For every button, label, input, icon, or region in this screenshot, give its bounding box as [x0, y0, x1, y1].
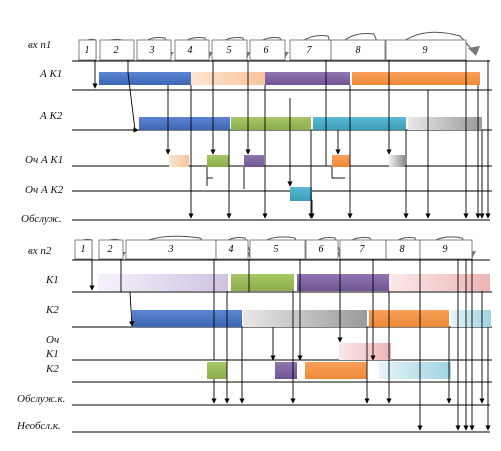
bottom-arrival-number-8: 8 — [400, 244, 405, 255]
row-label-top-input: вх п1 — [28, 39, 52, 51]
top-arrival-number-1: 1 — [85, 45, 90, 56]
bottom-arrival-number-6: 6 — [319, 244, 324, 255]
k2-queue-bars — [207, 362, 451, 379]
a-k1-bars — [99, 72, 480, 85]
row-label-queue-k2: Оч А К2 — [25, 184, 64, 196]
bottom-arrival-number-3: 3 — [168, 244, 174, 255]
top-arrival-number-4: 4 — [188, 45, 193, 56]
top-arrival-number-6: 6 — [264, 45, 269, 56]
top-arrival-number-9: 9 — [423, 45, 428, 56]
row-label-served-bottom: Обслуж.к. — [17, 393, 66, 405]
row-label-bottom-input: вх п2 — [28, 245, 52, 257]
row-label-k1: К1 — [46, 274, 59, 286]
row-label-a-k1: А К1 — [40, 68, 63, 80]
k1-bars — [98, 274, 490, 291]
top-arrival-number-8: 8 — [356, 45, 361, 56]
row-label-queue-2: К1 — [46, 348, 59, 360]
bottom-event-arrows — [89, 259, 491, 431]
top-arrival-boxes — [78, 39, 467, 61]
row-label-served-top: Обслуж. — [21, 213, 62, 225]
k2-bars — [132, 310, 491, 327]
bottom-arrival-numbers: 1 2 3 4 5 6 7 8 9 — [81, 244, 448, 255]
k1-queue-bars — [339, 343, 391, 360]
queue-a-k2-bars — [290, 187, 312, 201]
a-k2-bar-blue — [139, 117, 230, 130]
row-label-not-served: Необсл.к. — [17, 420, 61, 432]
a-k1-bar-peach — [191, 72, 265, 85]
a-k2-bar-teal — [313, 117, 406, 130]
bottom-arrival-number-9: 9 — [443, 244, 448, 255]
row-label-queue-1: Оч — [46, 334, 60, 346]
bottom-arrival-number-1: 1 — [81, 244, 86, 255]
bottom-arrival-number-7: 7 — [360, 244, 366, 255]
top-arrival-number-5: 5 — [227, 45, 232, 56]
a-k1-bar-orange — [352, 72, 480, 85]
a-k1-bar-purple — [265, 72, 350, 85]
bottom-arrival-boxes — [74, 239, 473, 260]
bottom-arrival-number-5: 5 — [274, 244, 279, 255]
top-event-arrows — [92, 60, 491, 219]
row-label-queue-k1: Оч А К1 — [25, 154, 64, 166]
a-k2-bars — [139, 117, 482, 130]
row-label-a-k2: А К2 — [40, 110, 63, 122]
bottom-arrival-number-2: 2 — [108, 244, 113, 255]
a-k1-bar-blue — [99, 72, 191, 85]
bottom-arrival-number-4: 4 — [229, 244, 234, 255]
top-arrival-number-3: 3 — [149, 45, 155, 56]
a-k2-bar-gray — [408, 117, 482, 130]
top-arrival-number-2: 2 — [114, 45, 119, 56]
row-label-k2: К2 — [46, 304, 59, 316]
queue-a-k1-bars — [169, 155, 405, 167]
top-arrival-numbers: 1 2 3 4 5 6 7 8 9 — [85, 45, 428, 56]
top-arrival-number-7: 7 — [307, 45, 313, 56]
a-k2-bar-green — [231, 117, 311, 130]
row-label-k2-queue: К2 — [46, 363, 59, 375]
